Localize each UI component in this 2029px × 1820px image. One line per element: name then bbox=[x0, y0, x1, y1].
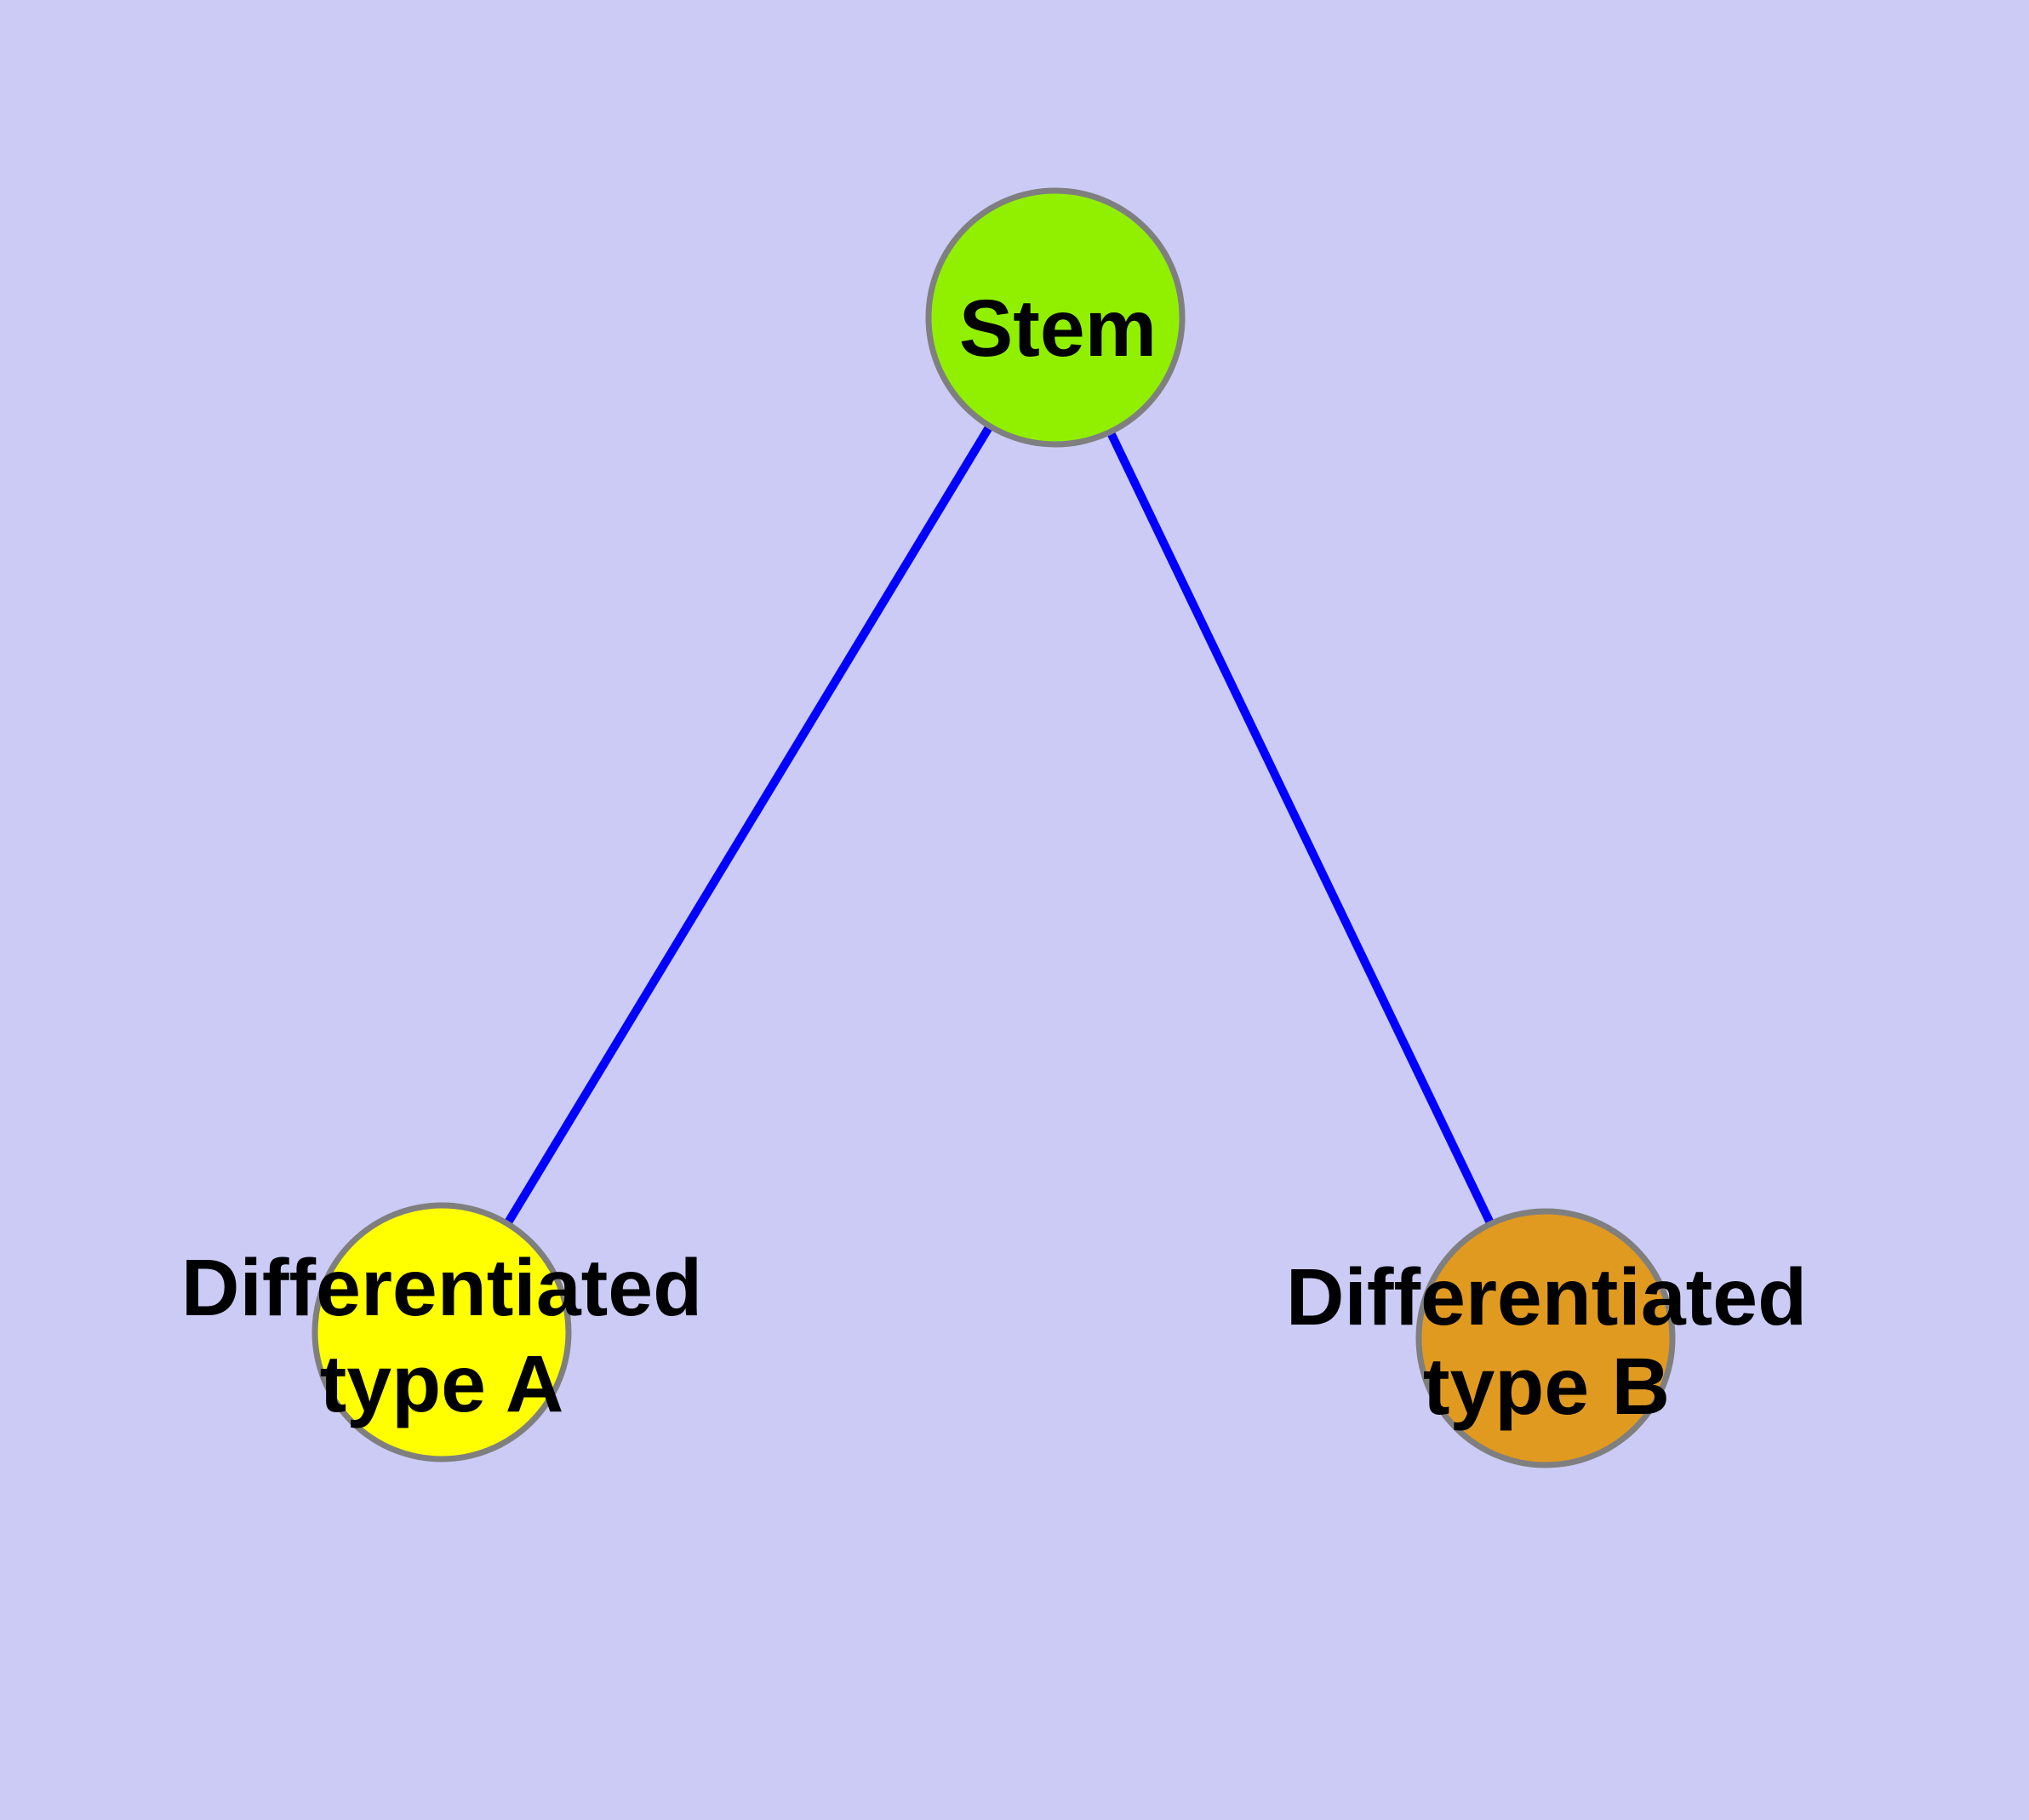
edge-stem-to-type-a bbox=[437, 315, 1060, 1335]
type-b-label-line-1: Differentiated bbox=[1286, 1252, 1807, 1342]
differentiated-type-a-node bbox=[311, 1202, 572, 1462]
differentiated-type-b-node bbox=[1415, 1208, 1676, 1468]
type-a-label-line-1: Differentiated bbox=[181, 1243, 702, 1333]
edge-stem-to-type-b bbox=[1051, 315, 1550, 1341]
type-a-label-line-2: type A bbox=[320, 1339, 564, 1429]
stem-node bbox=[925, 187, 1186, 448]
type-b-label-line-2: type B bbox=[1423, 1342, 1670, 1432]
stem-node-label: Stem bbox=[959, 283, 1157, 374]
